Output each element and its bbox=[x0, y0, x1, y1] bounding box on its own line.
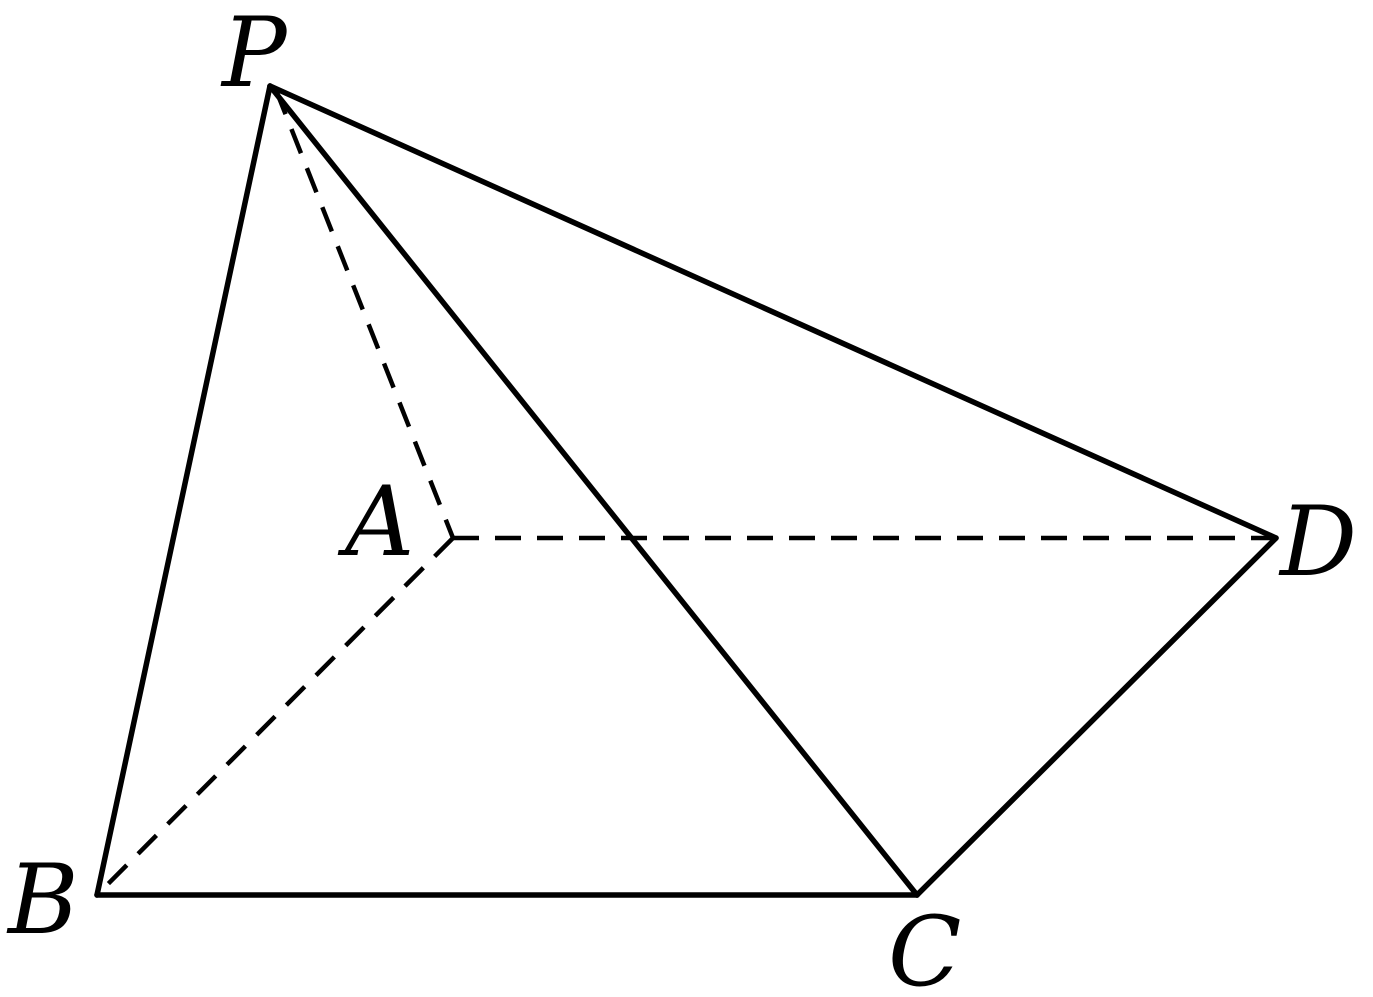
vertex-label-P: P bbox=[220, 0, 288, 109]
edge-PD bbox=[267, 83, 1279, 541]
vertex-label-C: C bbox=[888, 896, 961, 997]
edge-PC bbox=[267, 83, 920, 898]
edge-AB bbox=[95, 536, 455, 897]
edge-CD bbox=[914, 535, 1279, 898]
vertex-label-A: A bbox=[337, 466, 414, 578]
vertex-label-B: B bbox=[6, 844, 79, 956]
edge-PA bbox=[273, 89, 456, 539]
edge-PB bbox=[94, 83, 273, 898]
vertex-label-D: D bbox=[1278, 486, 1357, 598]
